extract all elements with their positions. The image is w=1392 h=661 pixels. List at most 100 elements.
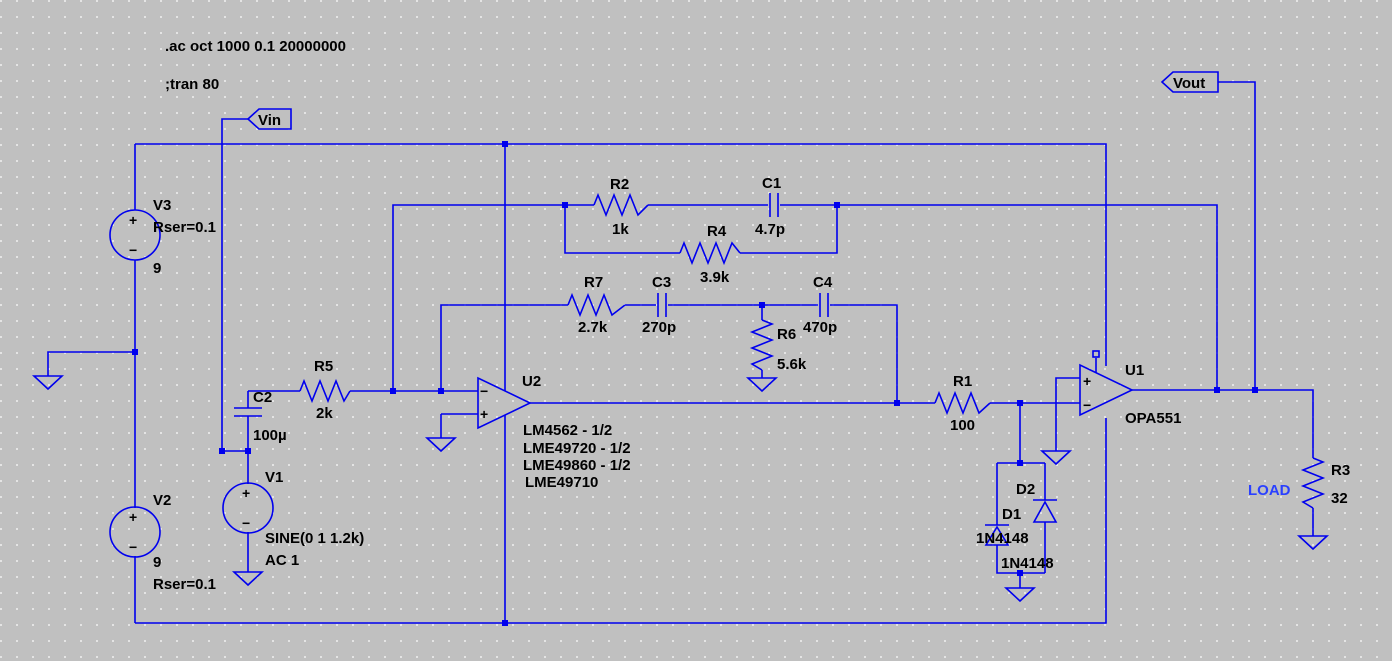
v3-name: V3 [153, 197, 171, 214]
c1-name: C1 [762, 175, 781, 192]
v3-value: 9 [153, 260, 161, 277]
u2-model-4: LME49710 [525, 474, 598, 491]
opamp-u1[interactable]: + − [1079, 350, 1134, 417]
junction-dot [562, 202, 568, 208]
resistor-r1[interactable] [934, 390, 991, 416]
diode-d1[interactable] [984, 524, 1010, 546]
v3-rser: Rser=0.1 [153, 219, 216, 236]
u2-model-2: LME49720 - 1/2 [523, 440, 631, 457]
junction-dot [132, 349, 138, 355]
v2-name: V2 [153, 492, 171, 509]
r5-name: R5 [314, 358, 333, 375]
r1-value: 100 [950, 417, 975, 434]
vin-label: Vin [258, 112, 281, 129]
resistor-r2[interactable] [593, 192, 649, 218]
junction-dot [894, 400, 900, 406]
junction-dot [1017, 570, 1023, 576]
plus-mark: + [480, 406, 488, 422]
junction-dot [834, 202, 840, 208]
vout-label: Vout [1173, 75, 1205, 92]
minus-mark: − [1083, 397, 1091, 413]
d2-value: 1N4148 [1001, 555, 1054, 572]
r3-name: R3 [1331, 462, 1350, 479]
wire-bottom-rail [135, 418, 1107, 624]
r4-name: R4 [707, 223, 727, 240]
d1-name: D1 [1002, 506, 1021, 523]
u2-model-3: LME49860 - 1/2 [523, 457, 631, 474]
plus-mark: + [129, 509, 137, 525]
wire-ground-mid [47, 351, 135, 376]
ac-directive[interactable]: .ac oct 1000 0.1 20000000 [165, 38, 346, 55]
wire-r7-left [440, 304, 568, 391]
junctions [132, 141, 1258, 626]
capacitor-c1[interactable] [769, 193, 779, 217]
resistor-r5[interactable] [299, 378, 351, 404]
r7-name: R7 [584, 274, 603, 291]
r5-value: 2k [316, 405, 333, 422]
u1-name: U1 [1125, 362, 1144, 379]
junction-dot [438, 388, 444, 394]
resistor-r6[interactable] [749, 319, 775, 371]
junction-dot [1017, 460, 1023, 466]
voltage-source-v3[interactable]: + − [109, 209, 161, 261]
junction-dot [390, 388, 396, 394]
junction-dot [1017, 400, 1023, 406]
wire-d1-up [996, 545, 1045, 574]
plus-mark: + [1083, 373, 1091, 389]
wires [47, 81, 1314, 624]
junction-dot [219, 448, 225, 454]
r3-value: 32 [1331, 490, 1348, 507]
wire-u1-out [1132, 389, 1314, 458]
voltage-source-v1[interactable]: + − [222, 482, 274, 534]
wire-top-rail [135, 143, 1107, 366]
v1-ac: AC 1 [265, 552, 299, 569]
capacitor-c2[interactable] [234, 407, 262, 424]
voltage-source-v2[interactable]: + − [109, 506, 161, 558]
resistor-r3[interactable] [1300, 457, 1326, 509]
minus-mark: − [129, 242, 137, 258]
r1-name: R1 [953, 373, 972, 390]
ground-icon [231, 571, 265, 587]
c3-name: C3 [652, 274, 671, 291]
r2-name: R2 [610, 176, 629, 193]
diode-d2[interactable] [1032, 499, 1058, 523]
c4-value: 470p [803, 319, 837, 336]
junction-dot [1214, 387, 1220, 393]
plus-mark: + [242, 485, 250, 501]
c2-name: C2 [253, 389, 272, 406]
resistor-r7[interactable] [567, 292, 626, 318]
ground-symbols [31, 375, 1330, 603]
r4-value: 3.9k [700, 269, 730, 286]
ground-icon [31, 375, 65, 391]
ground-icon [745, 377, 779, 393]
c1-value: 4.7p [755, 221, 785, 238]
wire-r4-left [564, 205, 680, 254]
v1-sine: SINE(0 1 1.2k) [265, 530, 364, 547]
ground-icon [1296, 535, 1330, 551]
wire-vin [221, 118, 248, 451]
vout-net-flag[interactable]: Vout [1160, 71, 1219, 93]
u2-name: U2 [522, 373, 541, 390]
opamp-u2[interactable]: − + [477, 376, 532, 430]
ground-icon [1039, 450, 1073, 466]
junction-dot [245, 448, 251, 454]
load-net-label[interactable]: LOAD [1248, 482, 1291, 499]
wire-vout [1218, 81, 1256, 390]
tran-directive[interactable]: ;tran 80 [165, 76, 219, 93]
minus-mark: − [480, 383, 488, 399]
wire-u1-minus [1055, 377, 1080, 451]
u1-value: OPA551 [1125, 410, 1181, 427]
resistor-r4[interactable] [679, 240, 741, 266]
d2-name: D2 [1016, 481, 1035, 498]
junction-dot [502, 620, 508, 626]
wire-c1-right [780, 204, 1218, 390]
capacitor-c3[interactable] [657, 293, 667, 317]
r7-value: 2.7k [578, 319, 608, 336]
plus-mark: + [129, 212, 137, 228]
c3-value: 270p [642, 319, 676, 336]
minus-mark: − [242, 515, 250, 531]
capacitor-c4[interactable] [819, 293, 829, 317]
v2-value: 9 [153, 554, 161, 571]
c2-value: 100µ [253, 427, 287, 444]
vin-net-flag[interactable]: Vin [246, 108, 292, 130]
